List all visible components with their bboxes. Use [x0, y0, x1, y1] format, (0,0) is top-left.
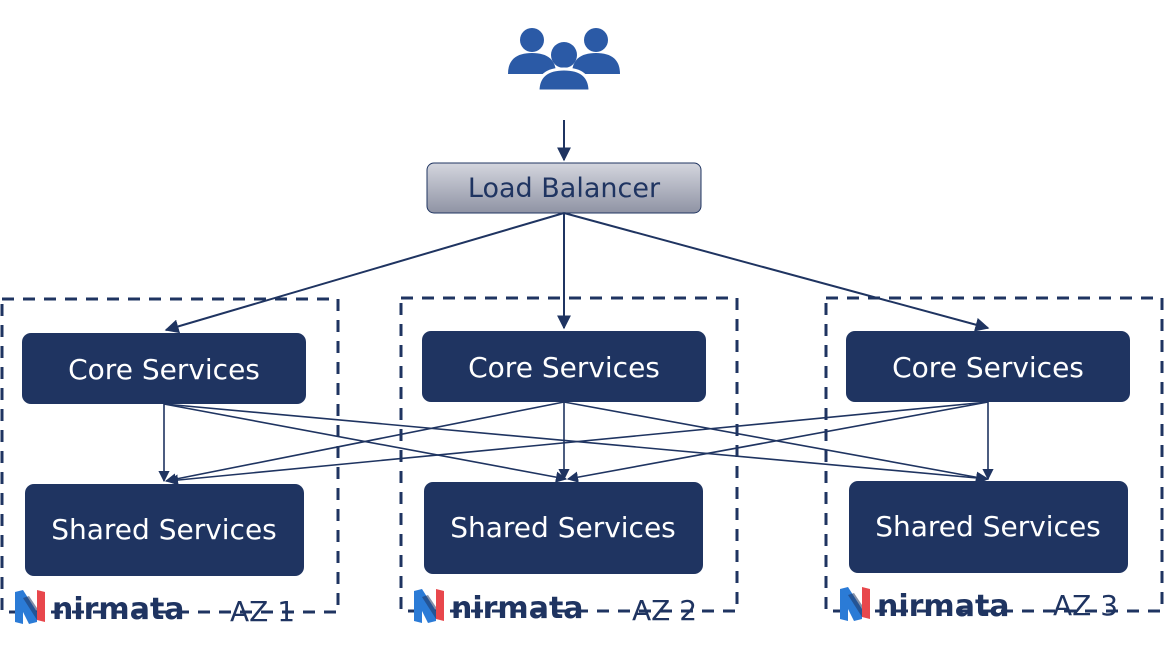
core-to-shared-arrows [158, 401, 994, 486]
load-balancer-node: Load Balancer [426, 162, 702, 214]
shared-services-label: Shared Services [450, 511, 676, 544]
nirmata-logo-text: nirmata [451, 591, 584, 626]
shared-services-label: Shared Services [875, 510, 1101, 543]
az-label: AZ 1 [230, 595, 295, 628]
az-1-boundary [0, 297, 340, 614]
az-2-boundary [399, 296, 739, 613]
lb-arrows [164, 212, 990, 334]
nirmata-logo-icon [414, 589, 444, 623]
nirmata-logo-text: nirmata [52, 592, 185, 627]
nirmata-logo-text: nirmata [877, 589, 1010, 624]
nirmata-logo-icon [15, 590, 45, 624]
core-services-node [422, 331, 706, 402]
core-services-label: Core Services [892, 351, 1084, 384]
az-label: AZ 2 [632, 594, 697, 627]
shared-services-label: Shared Services [51, 513, 277, 546]
az-2-group: Core Services Shared Services nirmata AZ… [414, 331, 706, 627]
core-services-node [846, 331, 1130, 402]
az-3-group: Core Services Shared Services nirmata AZ… [840, 331, 1130, 624]
shared-services-node [424, 482, 703, 574]
az-label: AZ 3 [1053, 589, 1118, 622]
az-1-group: Core Services Shared Services nirmata AZ… [15, 333, 306, 628]
core-services-label: Core Services [68, 353, 260, 386]
core-services-node [22, 333, 306, 404]
load-balancer-label: Load Balancer [468, 173, 661, 204]
users-group-icon [508, 28, 620, 93]
shared-services-node [25, 484, 304, 576]
shared-services-node [849, 481, 1128, 573]
nirmata-logo-icon [840, 587, 870, 621]
core-services-label: Core Services [468, 351, 660, 384]
az-3-boundary [824, 296, 1164, 613]
